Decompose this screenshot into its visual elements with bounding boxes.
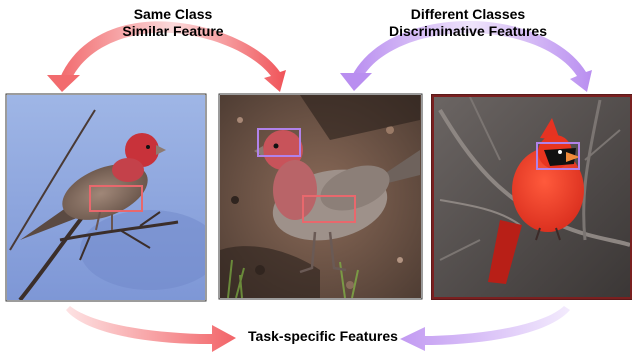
different-classes-caption-line1: Different Classes: [410, 6, 526, 22]
same-class-caption-line1: Same Class: [133, 6, 213, 22]
head-feature-box: [257, 128, 301, 157]
house-finch-photo-2: [218, 93, 423, 300]
right-to-task-arrow: [400, 306, 570, 351]
different-classes-caption: Different Classes Discriminative Feature…: [368, 6, 568, 40]
task-specific-features-label: Task-specific Features: [248, 328, 398, 344]
task-specific-features-caption: Task-specific Features: [228, 328, 418, 345]
same-class-caption-line2: Similar Feature: [122, 23, 224, 39]
similar-feature-box: [302, 195, 356, 223]
same-class-caption: Same Class Similar Feature: [88, 6, 258, 40]
discriminative-feature-box: [536, 142, 580, 170]
similar-feature-box: [89, 185, 143, 212]
cardinal-photo: [431, 94, 632, 300]
left-to-task-arrow: [66, 306, 236, 352]
house-finch-photo-1: [5, 93, 207, 302]
same-class-arrow: [47, 21, 286, 92]
different-classes-arrow: [340, 20, 592, 92]
different-classes-caption-line2: Discriminative Features: [389, 23, 547, 39]
